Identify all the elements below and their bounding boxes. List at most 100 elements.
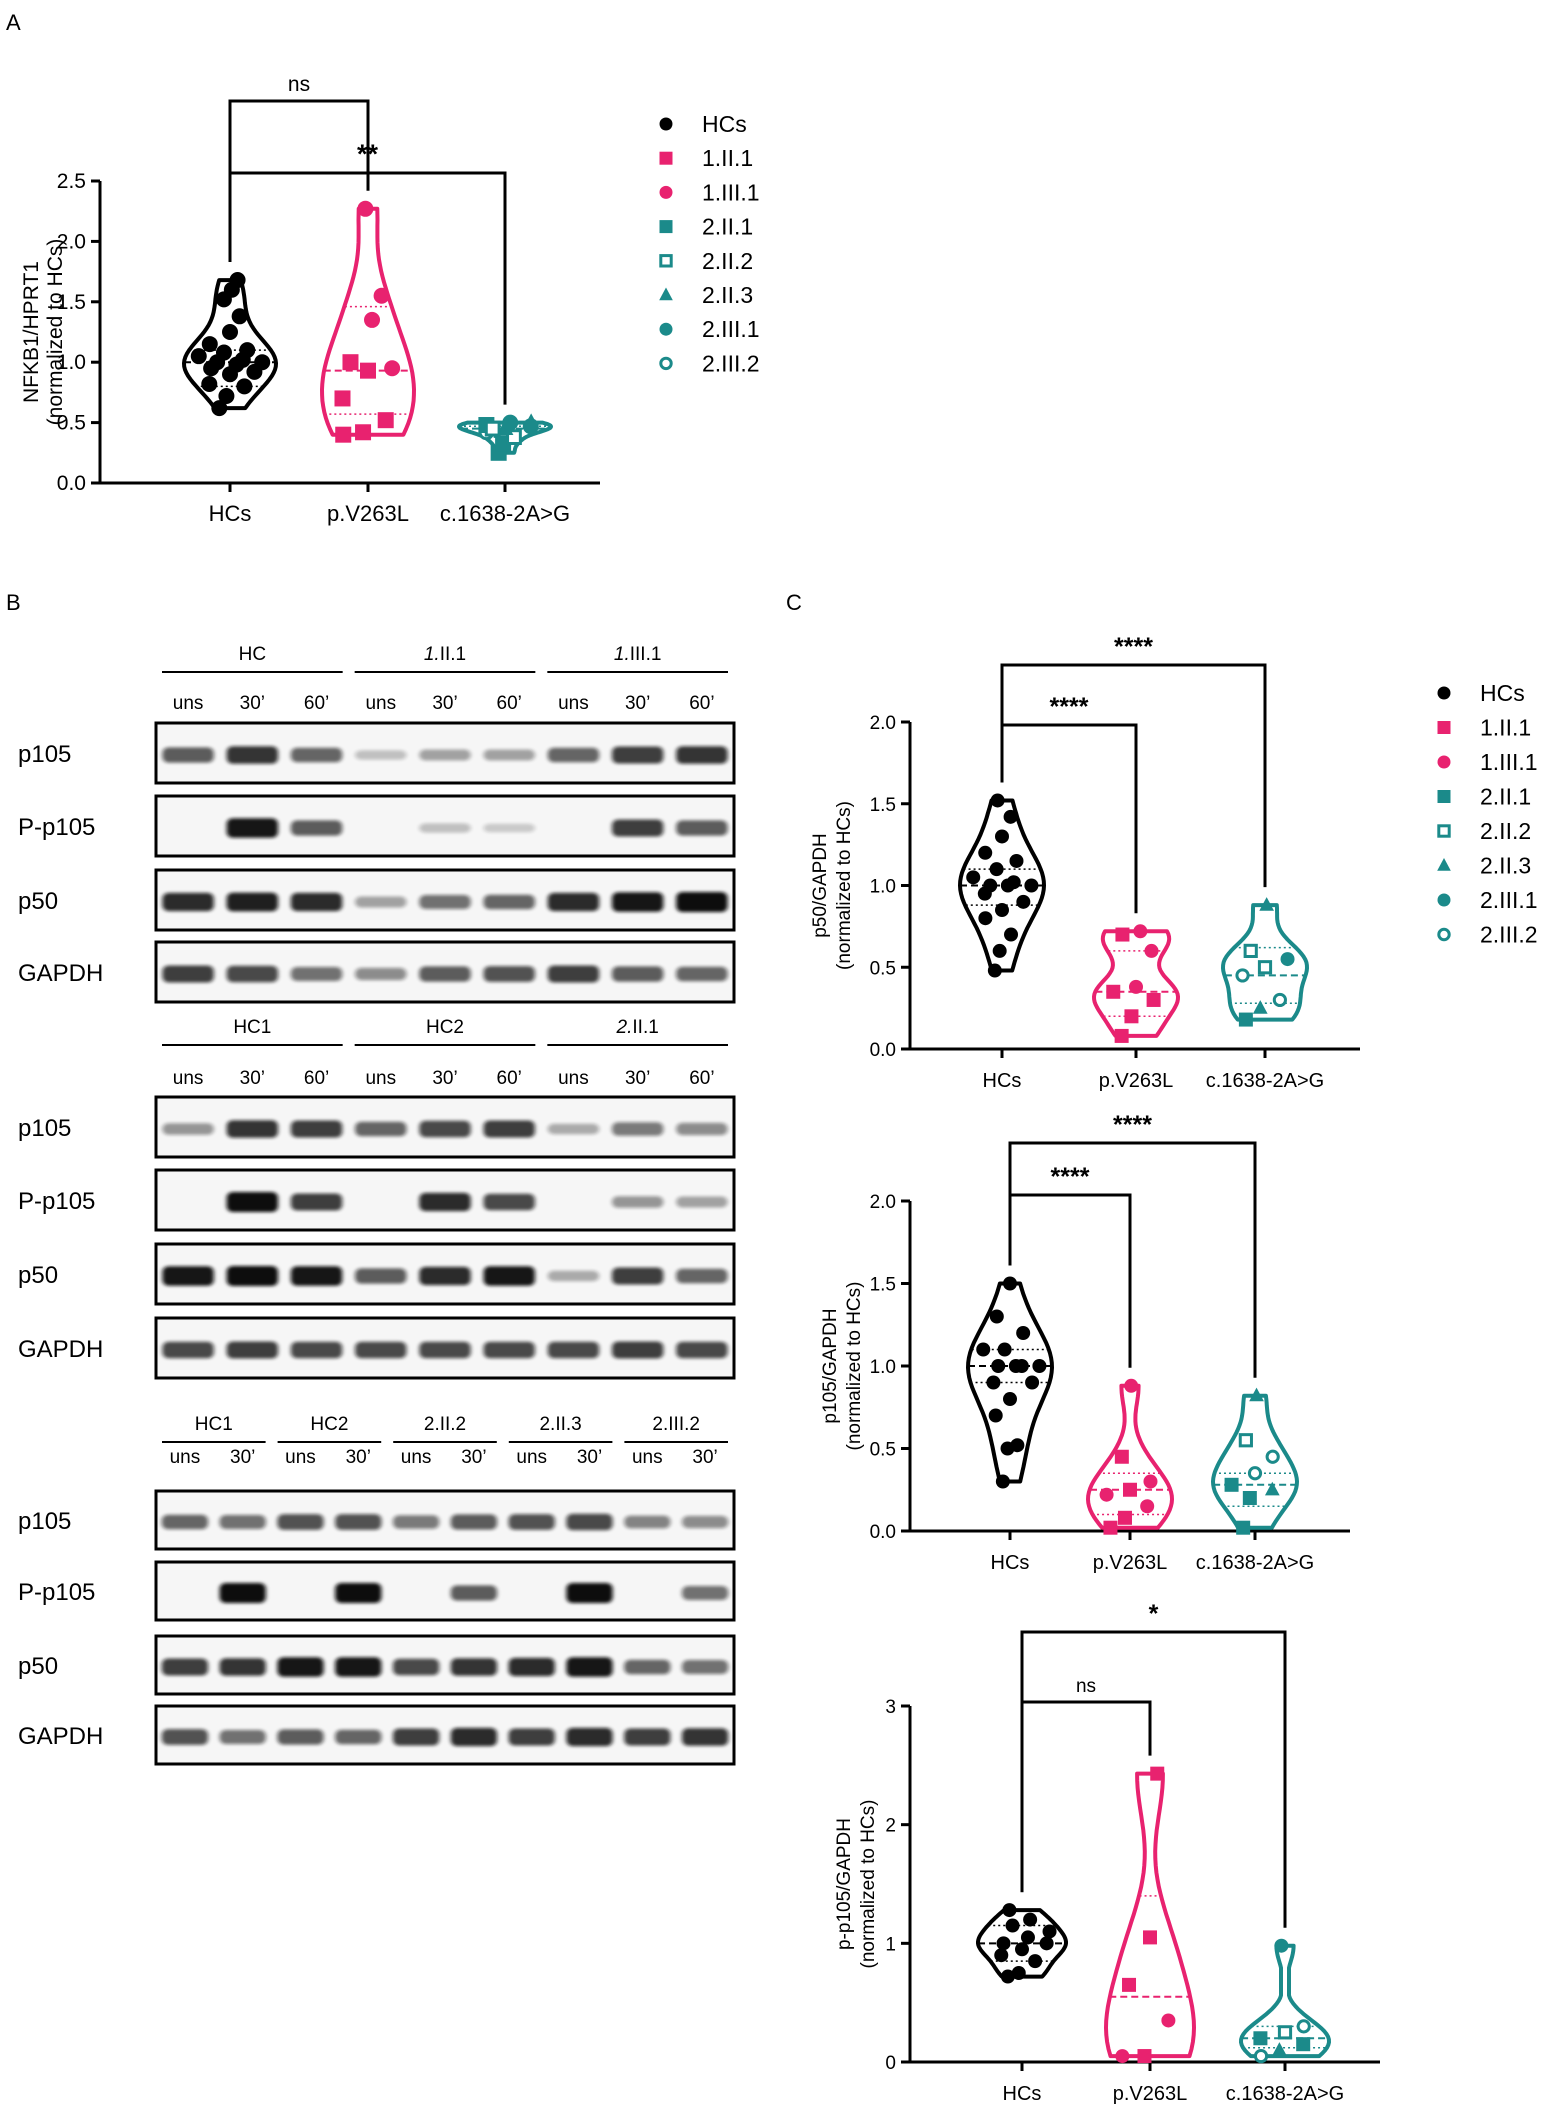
data-point [377,412,394,429]
significance-bracket: **** [1000,633,1267,888]
legend-marker [1437,790,1451,803]
data-point [1028,1954,1043,1969]
data-point [1123,1482,1137,1497]
significance-bracket: * [1020,1600,1287,1928]
y-axis-label: p50/GAPDH [810,833,831,938]
data-point [1117,1510,1132,1525]
data-point [1006,875,1021,890]
data-point [1296,2037,1311,2052]
blot-band [483,749,535,761]
data-point [1011,1966,1026,1980]
lane-group-label: HC1 [195,1414,233,1435]
blot-band [277,1657,324,1677]
blot-band [611,1341,664,1359]
blot-band [611,892,664,912]
data-point [1144,943,1159,958]
y-axis-label-sub: (normalized to HCs) [858,1800,879,1969]
y-tick-label: 1 [885,1934,896,1955]
data-point [1137,2049,1152,2064]
blot-band [226,1120,279,1138]
legend-marker [659,356,673,371]
data-point [355,424,372,441]
label-rest: II.1 [440,644,466,665]
data-point [1146,992,1161,1007]
legend-label: 1.II.1 [1480,715,1531,741]
lane-label: 60’ [497,693,522,714]
y-tick-label: 1.0 [870,1357,896,1378]
legend-label: 1.III.1 [1480,749,1538,775]
data-point [1265,1449,1280,1464]
legend-marker [1437,755,1451,769]
blot-band [355,896,407,908]
blot-band [483,1120,535,1138]
data-point [231,308,248,325]
data-point [1002,1903,1017,1918]
violin-v263l [1092,924,1180,1043]
legend-marker [659,220,673,234]
y-tick-label: 0.0 [870,1522,896,1543]
data-point [1124,1009,1139,1024]
lane-label: uns [558,1068,589,1089]
data-point [966,870,981,885]
data-point [229,272,246,289]
blot-row-p-p105: P-p105 [18,1168,736,1232]
lane-label: uns [365,1068,396,1089]
data-point [1115,2049,1130,2064]
data-point [1099,1487,1114,1502]
y-tick-label: 1.5 [870,1275,896,1296]
blot-band [226,892,279,912]
data-point [1025,1375,1040,1390]
legend-label: 2.III.1 [702,316,760,342]
lane-label: uns [173,693,204,714]
violin-hc [966,1276,1054,1489]
data-point [1143,1474,1158,1489]
data-point [1003,1392,1017,1406]
blot-band [566,1657,613,1677]
blot-band [226,965,279,983]
blot-band [335,1657,382,1677]
blot-band [566,1513,613,1531]
lane-label: uns [558,693,589,714]
blot-band [676,746,728,764]
y-axis-label-sub: (normalized to HCs) [844,1282,865,1451]
y-tick-label: 1.0 [57,351,86,374]
y-axis-label-sub: (normalized to HCs) [44,239,67,426]
blot-band [419,1192,471,1212]
violin-v263l [1104,1766,1196,2064]
data-point [254,354,271,371]
y-axis-label: p105/GAPDH [820,1308,841,1423]
blot-band [355,1268,407,1284]
x-tick-label: HCs [209,501,252,526]
lane-label: uns [516,1447,547,1468]
legend-marker [1437,824,1451,838]
data-point [1129,979,1143,994]
violin-splice [1211,1387,1299,1535]
data-point [1252,1000,1268,1014]
data-point [1264,1481,1280,1496]
violin-v263l [1086,1378,1174,1535]
data-point [335,426,352,443]
blot-row-gapdh: GAPDH [18,1704,736,1766]
blot-band [162,1123,214,1135]
blot-band [226,1341,279,1359]
blot-band [162,1266,214,1286]
data-point [1032,1359,1047,1373]
blot-band [450,1727,498,1747]
blot-band [676,1268,728,1284]
data-point [1253,2048,1269,2064]
violin-v263l [320,200,416,443]
blot-band [355,967,407,981]
blot-band [162,747,214,763]
blot-band [290,892,343,912]
data-point [357,200,374,217]
data-point [1005,1918,1020,1933]
violin-hc [958,793,1046,978]
data-point [1224,1477,1239,1492]
data-point [996,1936,1011,1951]
lane-group-label: 2.II.1 [616,1017,659,1038]
blot-band [483,823,535,833]
significance-label: **** [1050,693,1089,721]
